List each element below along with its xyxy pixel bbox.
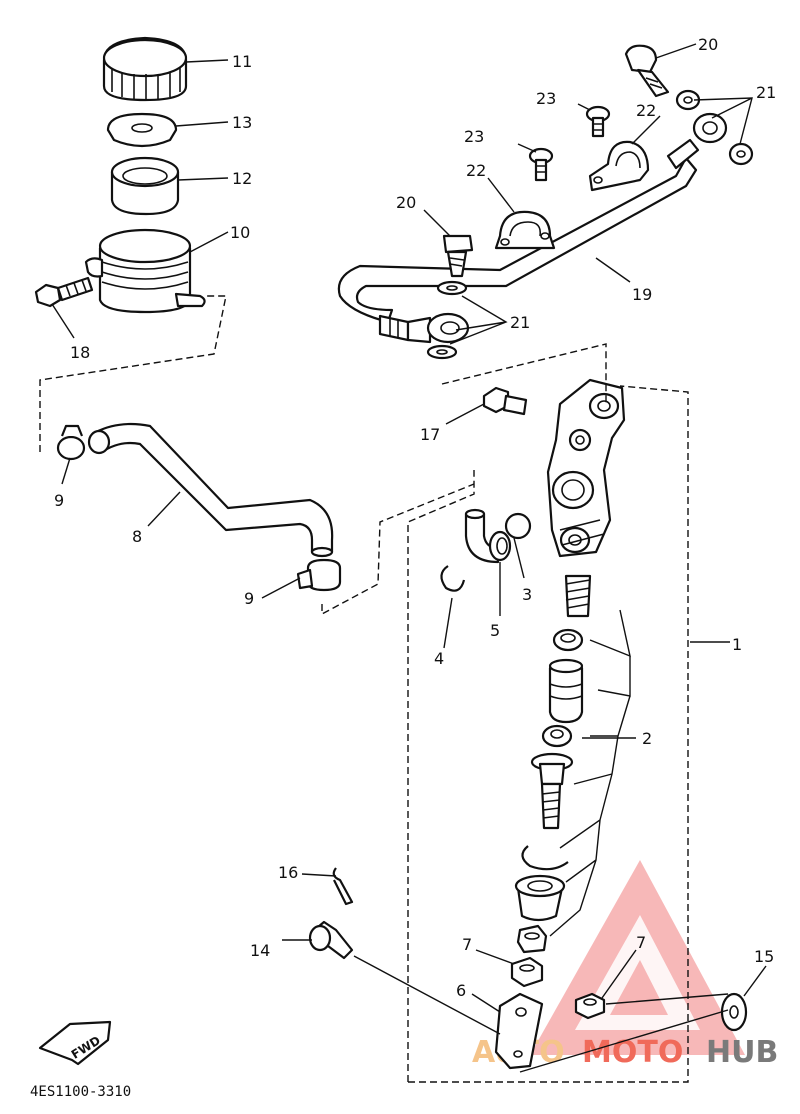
callout-19: 19 [632, 285, 652, 304]
o-ring [504, 512, 532, 540]
callout-7-left: 7 [462, 935, 472, 954]
reservoir-bolt [34, 276, 94, 308]
callout-18: 18 [70, 343, 90, 362]
callout-23-right: 23 [536, 89, 556, 108]
piston-cup-primary [552, 628, 584, 652]
callout-1: 1 [732, 635, 742, 654]
push-rod [530, 752, 574, 830]
callout-11: 11 [232, 52, 252, 71]
callout-2: 2 [642, 729, 652, 748]
bracket-screw-right [585, 105, 611, 138]
hose-bracket-right [588, 140, 650, 192]
callout-22-right: 22 [636, 101, 656, 120]
circlip-lower [521, 845, 569, 871]
callout-22-left: 22 [466, 161, 486, 180]
union-bolt-lower [442, 234, 474, 278]
piston-spring [564, 574, 592, 618]
reservoir-hose [87, 422, 334, 558]
lock-nut-right [574, 992, 606, 1020]
callout-12: 12 [232, 169, 252, 188]
hose-joint [464, 508, 512, 564]
callout-5: 5 [490, 621, 500, 640]
callout-6: 6 [456, 981, 466, 1000]
watermark-hub: HUB [706, 1035, 778, 1070]
callout-20-lower: 20 [396, 193, 416, 212]
cylinder-bolt [482, 386, 528, 416]
callout-9-upper: 9 [54, 491, 64, 510]
piston [548, 658, 584, 724]
callout-23-left: 23 [464, 127, 484, 146]
callout-4: 4 [434, 649, 444, 668]
lock-nut-left [510, 956, 544, 988]
callout-leaders [51, 43, 767, 1013]
master-cylinder-body [546, 378, 626, 558]
callout-14: 14 [250, 941, 270, 960]
piston-cup-secondary [541, 724, 573, 748]
dust-boot [514, 874, 566, 922]
watermark-moto: MOTO [582, 1035, 683, 1070]
hose-clamp-upper [56, 424, 86, 461]
callout-3: 3 [522, 585, 532, 604]
diaphragm-plate [106, 112, 178, 148]
fwd-arrow-icon: FWD [38, 1020, 112, 1066]
hose-clamp-lower [296, 558, 342, 592]
callout-numbers: 11 13 12 10 18 9 8 9 20 21 23 22 23 22 2… [54, 35, 776, 1000]
diaphragm [110, 156, 180, 216]
plain-washer [720, 992, 748, 1032]
diagram-code: 4ES1100-3310 [30, 1084, 131, 1100]
callout-8: 8 [132, 527, 142, 546]
cotter-pin [332, 867, 354, 906]
bracket-screw-left [528, 147, 554, 182]
clevis [494, 992, 544, 1070]
callout-16: 16 [278, 863, 298, 882]
callout-7-right: 7 [636, 933, 646, 952]
callout-21-lower: 21 [510, 313, 530, 332]
push-rod-nut [516, 924, 548, 954]
clevis-pin [308, 920, 354, 960]
callout-15: 15 [754, 947, 774, 966]
callout-17: 17 [420, 425, 440, 444]
copper-washers [426, 89, 754, 360]
hose-bracket-left [494, 210, 556, 250]
union-bolt-upper [624, 44, 670, 98]
brake-hose [337, 112, 728, 344]
reservoir-cap [102, 36, 188, 102]
circlip-upper [440, 565, 466, 592]
callout-13: 13 [232, 113, 252, 132]
callout-21-upper: 21 [756, 83, 776, 102]
callout-10: 10 [230, 223, 250, 242]
callout-20-upper: 20 [698, 35, 718, 54]
reservoir-tank [84, 228, 206, 314]
callout-9-lower: 9 [244, 589, 254, 608]
assembly-lines [39, 295, 729, 1083]
